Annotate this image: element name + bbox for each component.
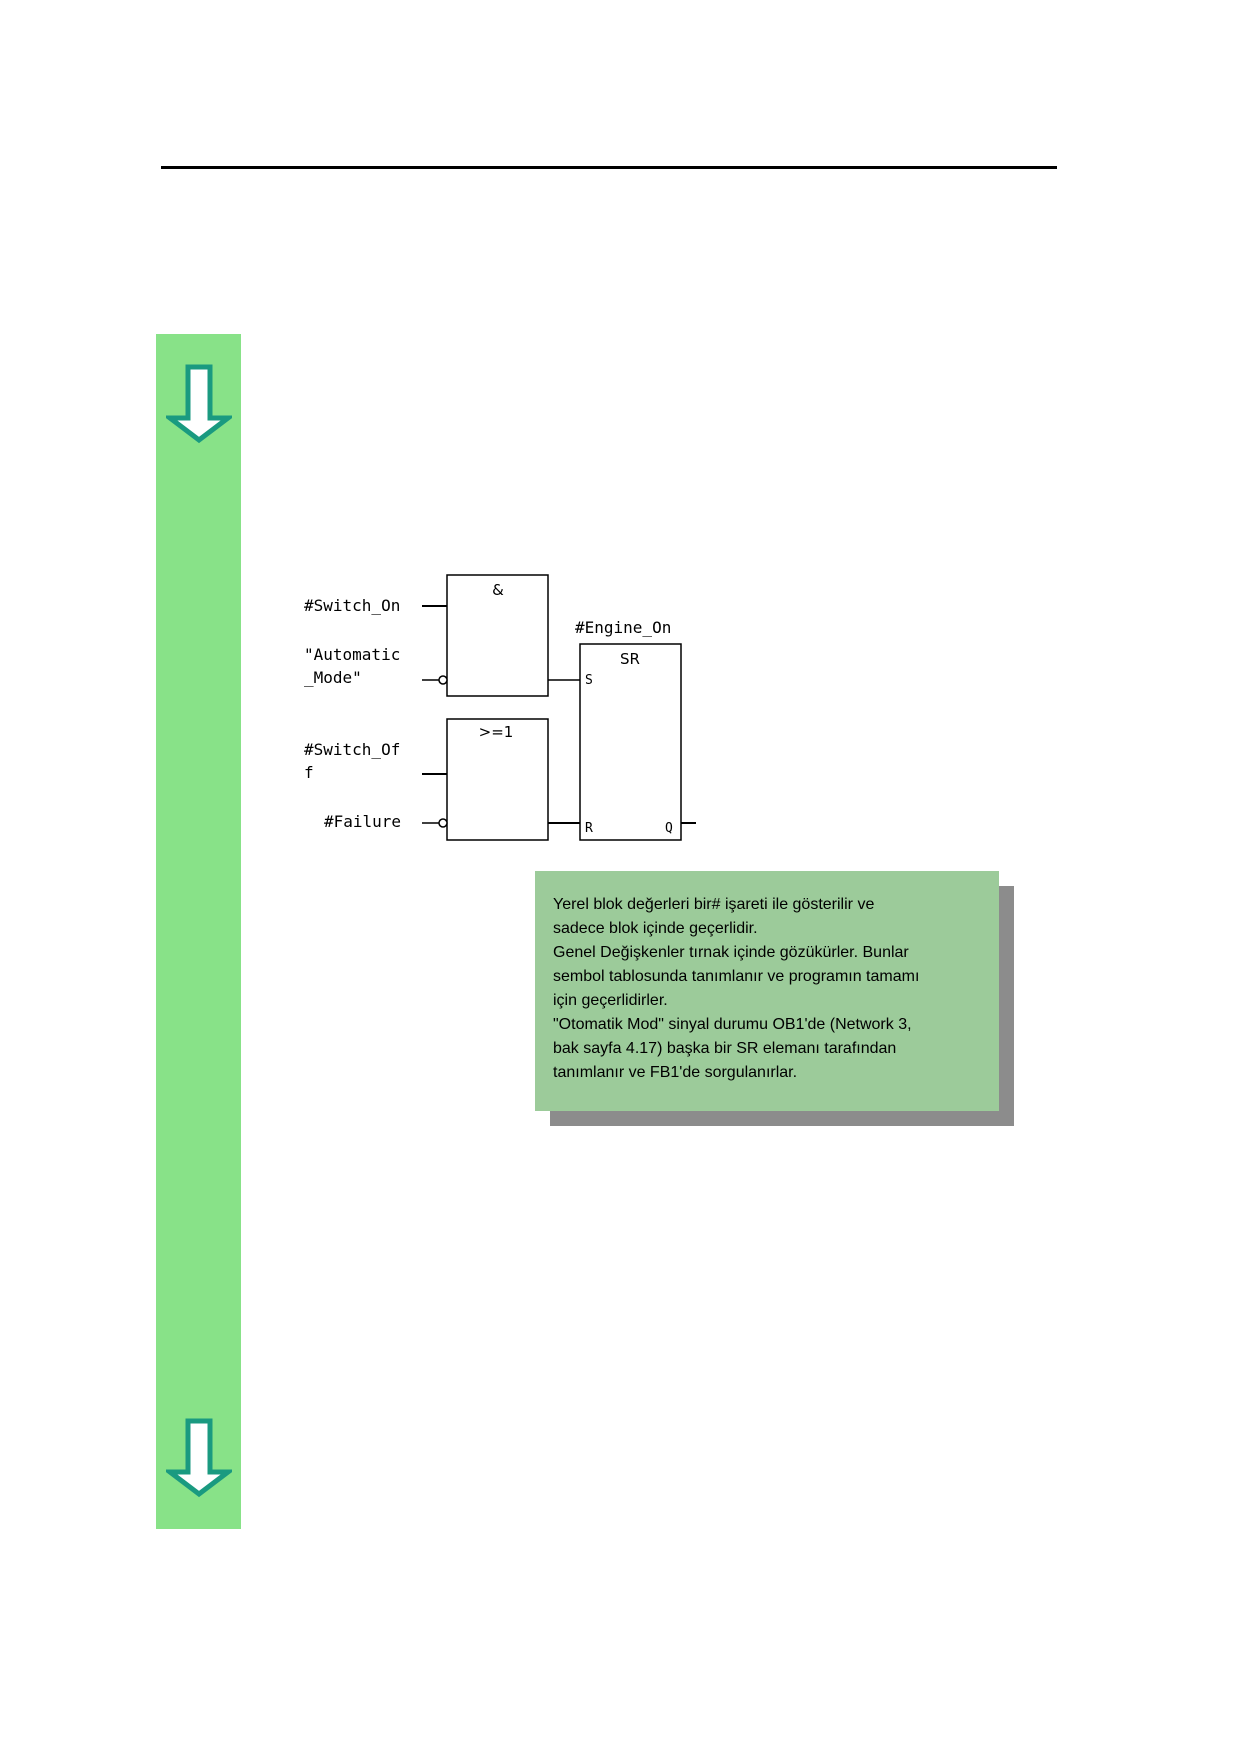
input-automatic-mode-1: "Automatic	[304, 645, 400, 664]
input-failure: #Failure	[324, 812, 401, 831]
arrow-down-icon	[166, 1418, 232, 1498]
or-block	[446, 718, 549, 841]
info-note: Yerel blok değerleri bir# işareti ile gö…	[535, 871, 999, 1111]
negation-automatic-mode	[438, 675, 448, 685]
input-switch-off-2: f	[304, 763, 314, 782]
top-rule	[161, 166, 1057, 169]
note-line: sembol tablosunda tanımlanır ve programı…	[553, 968, 920, 985]
sr-set-pin: S	[585, 673, 593, 688]
and-block	[446, 574, 549, 697]
input-automatic-mode-2: _Mode"	[304, 668, 362, 687]
sr-block-label: SR	[620, 650, 640, 668]
and-block-label: &	[492, 581, 504, 599]
input-switch-off-1: #Switch_Of	[304, 740, 400, 759]
note-line: Genel Değişkenler tırnak içinde gözükürl…	[553, 944, 909, 961]
green-sidebar	[156, 334, 241, 1529]
note-line: Yerel blok değerleri bir# işareti ile gö…	[553, 896, 875, 913]
negation-failure	[438, 818, 448, 828]
note-line: sadece blok içinde geçerlidir.	[553, 920, 758, 937]
note-line: için geçerlidirler.	[553, 992, 668, 1009]
sr-instance-label: #Engine_On	[575, 618, 671, 637]
arrow-down-icon	[166, 364, 232, 444]
note-line: tanımlanır ve FB1'de sorgulanırlar.	[553, 1064, 798, 1081]
sr-block	[579, 643, 682, 841]
or-block-label: >=1	[479, 723, 514, 741]
note-line: bak sayfa 4.17) başka bir SR elemanı tar…	[553, 1040, 897, 1057]
sr-output-pin: Q	[665, 821, 673, 836]
sr-reset-pin: R	[585, 821, 593, 836]
note-line: "Otomatik Mod" sinyal durumu OB1'de (Net…	[553, 1016, 912, 1033]
fbd-logic-diagram: & >=1 SR #Engine_On S R Q #Switch_On "Au…	[290, 560, 730, 850]
input-switch-on: #Switch_On	[304, 596, 400, 615]
